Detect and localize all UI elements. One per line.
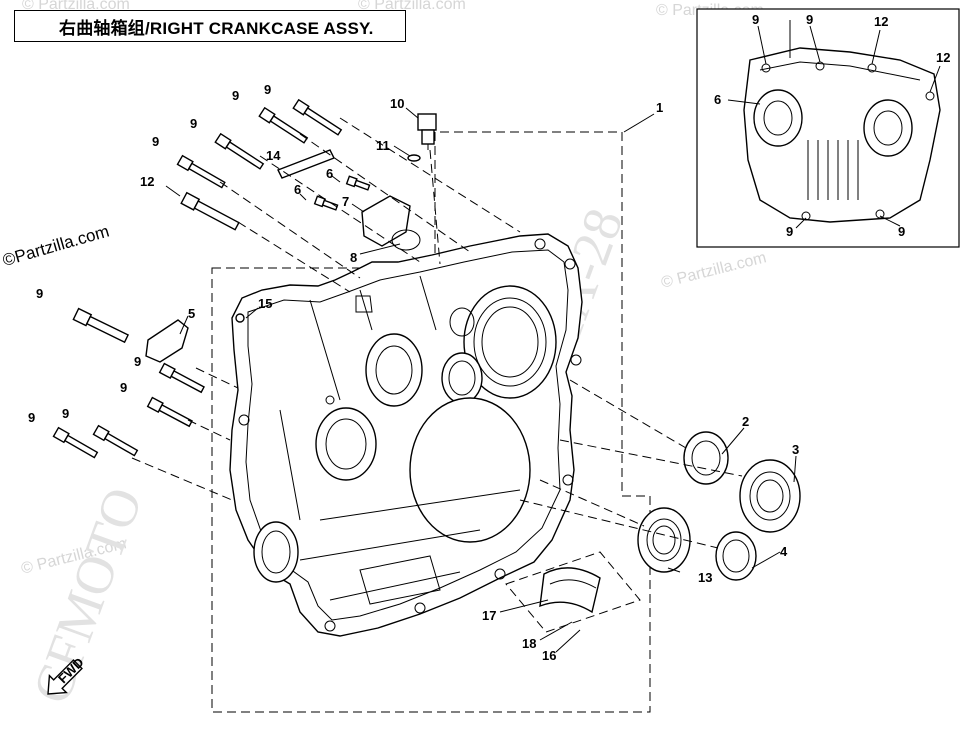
right-crankcase xyxy=(229,233,583,637)
callout-5: 5 xyxy=(188,306,195,321)
fwd-label: FWD xyxy=(55,655,87,687)
callout-14: 14 xyxy=(266,148,281,163)
inset-crankcase xyxy=(743,20,941,223)
inset-callout-9d: 9 xyxy=(898,224,905,239)
callout-11: 11 xyxy=(376,138,390,153)
callout-6b: 6 xyxy=(294,182,301,197)
bolts-group xyxy=(52,98,371,459)
bushing-boundary xyxy=(505,551,641,633)
callout-9a: 9 xyxy=(232,88,239,103)
part-14-plate xyxy=(277,149,335,179)
part-2-seal xyxy=(683,431,729,485)
callout-9b: 9 xyxy=(264,82,271,97)
callout-9h: 9 xyxy=(62,406,69,421)
inset-callout-9a: 9 xyxy=(752,12,759,27)
inset-callout-12a: 12 xyxy=(874,14,888,29)
part-7-cover xyxy=(361,195,411,247)
callout-16: 16 xyxy=(542,648,556,663)
callout-17: 17 xyxy=(482,608,496,623)
callout-9g: 9 xyxy=(28,410,35,425)
inset-leaders xyxy=(727,25,941,229)
inset-callout-9c: 9 xyxy=(786,224,793,239)
assembly-boundary xyxy=(211,131,651,713)
callout-6a: 6 xyxy=(326,166,333,181)
callout-13: 13 xyxy=(698,570,712,585)
part-11-oring xyxy=(407,154,421,162)
inset-callout-12b: 12 xyxy=(936,50,950,65)
callout-9i: 9 xyxy=(36,286,43,301)
inset-callout-numbers: 9 9 12 12 6 9 9 xyxy=(714,12,950,239)
inset-callout-9b: 9 xyxy=(806,12,813,27)
part-4-bearing xyxy=(715,531,757,581)
callout-18: 18 xyxy=(522,636,536,651)
callout-10: 10 xyxy=(390,96,404,111)
assembly-paths xyxy=(131,117,743,549)
fwd-arrow-icon: FWD xyxy=(47,655,87,695)
callouts: 1 2 3 4 5 6 6 7 8 9 9 9 9 9 9 9 9 9 10 1… xyxy=(28,82,799,663)
callout-9e: 9 xyxy=(134,354,141,369)
diagram-title: 右曲轴箱组/RIGHT CRANKCASE ASSY. xyxy=(14,10,406,42)
callout-7: 7 xyxy=(342,194,349,209)
callout-2: 2 xyxy=(742,414,749,429)
callout-9f: 9 xyxy=(120,380,127,395)
part-8-gasket xyxy=(391,229,421,251)
leader-lines xyxy=(165,107,797,653)
callout-3: 3 xyxy=(792,442,799,457)
inset-callout-6: 6 xyxy=(714,92,721,107)
callout-15: 15 xyxy=(258,296,272,311)
part-5-bracket xyxy=(145,319,189,363)
callout-9c: 9 xyxy=(190,116,197,131)
callout-1: 1 xyxy=(656,100,663,115)
part-17-bushing xyxy=(539,567,601,614)
callout-9d: 9 xyxy=(152,134,159,149)
part-15-plug xyxy=(235,313,245,323)
part-3-bearing xyxy=(739,459,801,533)
part-10-sensor xyxy=(417,113,437,150)
part-13-bearing xyxy=(637,507,691,573)
callout-12: 12 xyxy=(140,174,154,189)
callout-8: 8 xyxy=(350,250,357,265)
callout-4: 4 xyxy=(780,544,788,559)
